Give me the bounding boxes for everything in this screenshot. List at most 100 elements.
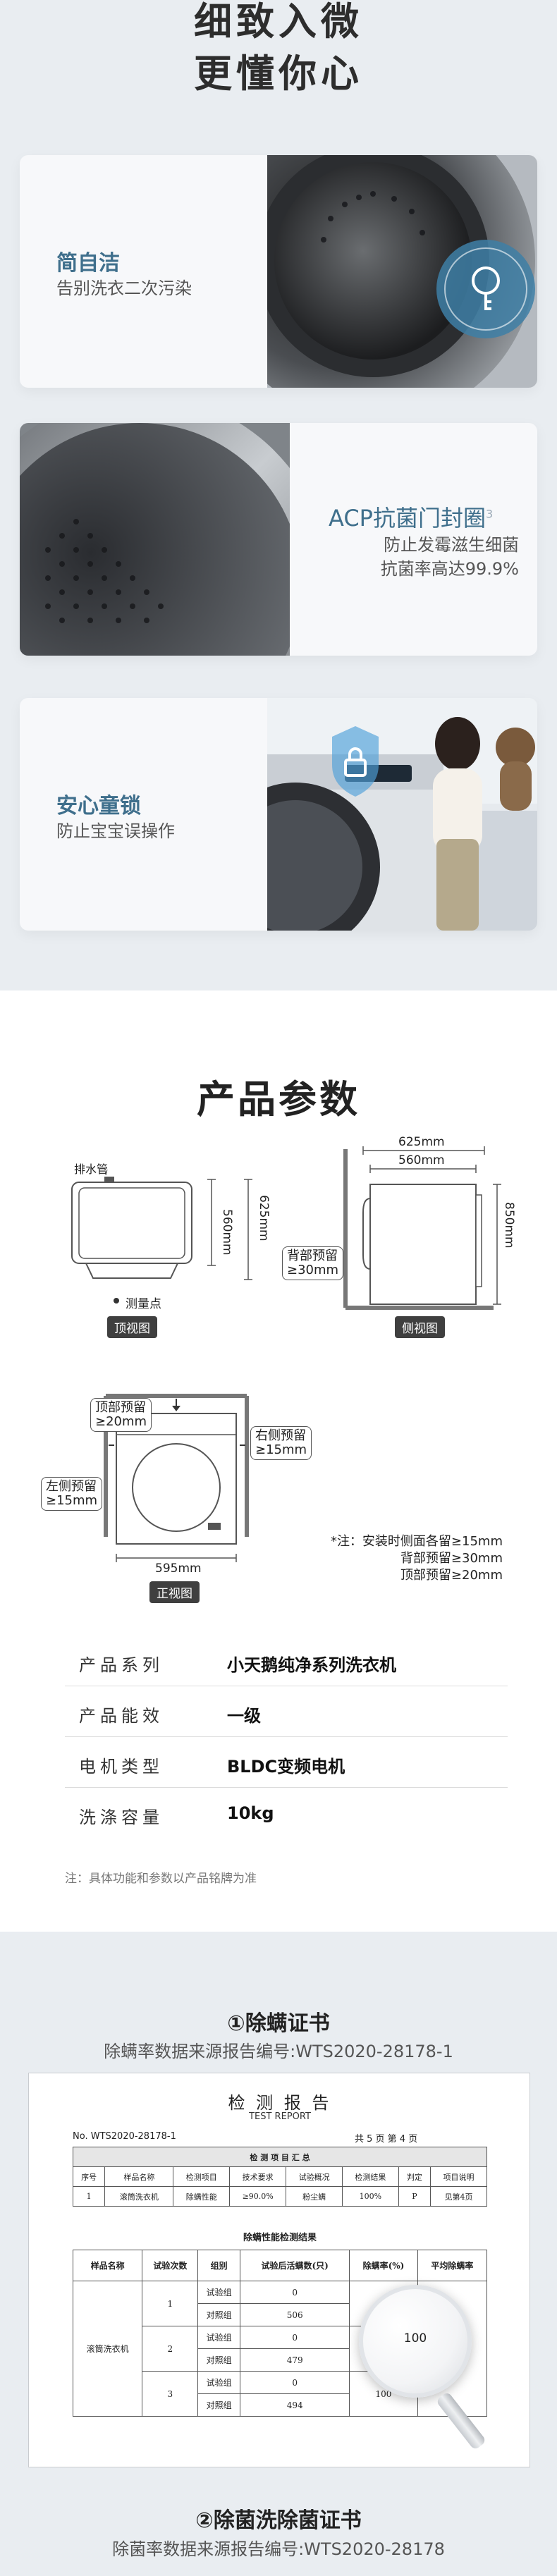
spec-key: 产品系列 xyxy=(79,1655,164,1675)
side-dim-850: 850mm xyxy=(502,1202,516,1249)
right-clearance-callout: 右侧预留 ≥15mm xyxy=(250,1426,312,1460)
spec-key: 洗涤容量 xyxy=(79,1808,164,1827)
feature-desc-line: 抗菌率高达99.9% xyxy=(380,559,519,579)
front-view-diagram xyxy=(104,1394,249,1562)
back-clearance-callout: 背部预留 ≥30mm xyxy=(282,1246,344,1280)
group: 对照组 xyxy=(197,2303,240,2326)
th: 检测项目 xyxy=(173,2166,231,2187)
spec-row-series: 产品系列 小天鹅纯净系列洗衣机 xyxy=(65,1636,508,1686)
top-dim-560: 560mm xyxy=(220,1209,234,1256)
callout-line: 右侧预留 xyxy=(255,1428,306,1443)
hero-title-line2: 更懂你心 xyxy=(194,51,363,96)
sanitize-icon xyxy=(472,266,500,310)
spec-key: 产品能效 xyxy=(79,1706,164,1726)
spec-row-capacity: 洗涤容量 10kg xyxy=(65,1788,508,1839)
note-line: 背部预留≥30mm xyxy=(400,1551,503,1566)
spec-value: 10kg xyxy=(227,1803,274,1823)
td: 100% xyxy=(341,2186,399,2207)
feature-desc-line: 防止发霉滋生细菌 xyxy=(384,535,519,555)
td: ≥90.0% xyxy=(229,2186,287,2207)
drum-image xyxy=(267,155,537,388)
feature-title: ACP抗菌门封圈3 xyxy=(329,505,494,532)
callout-line: 左侧预留 xyxy=(46,1479,97,1494)
drain-pipe-label: 排水管 xyxy=(74,1163,109,1176)
side-view-label: 侧视图 xyxy=(395,1316,445,1338)
callout-line: ≥20mm xyxy=(95,1414,147,1429)
td: 粉尘螨 xyxy=(286,2186,343,2207)
th: 平均除螨率 xyxy=(417,2250,488,2281)
th: 试验概况 xyxy=(286,2166,343,2187)
install-note: *注：安装时侧面各留≥15mm 背部预留≥30mm 顶部预留≥20mm xyxy=(316,1533,503,1584)
th: 样品名称 xyxy=(72,2250,143,2281)
count: 479 xyxy=(239,2348,350,2372)
cert1-subtitle: 除螨率数据来源报告编号:WTS2020-28178-1 xyxy=(104,2042,453,2061)
hero-title-line1: 细致入微 xyxy=(194,0,363,44)
child-lock-image xyxy=(267,698,537,931)
td: 滚筒洗衣机 xyxy=(104,2186,174,2207)
feature-desc: 防止宝宝误操作 xyxy=(56,821,175,841)
summary-title: 检 测 项 目 汇 总 xyxy=(73,2147,487,2167)
top-view-label: 顶视图 xyxy=(107,1316,157,1338)
cert2-title: ②除菌洗除菌证书 xyxy=(195,2508,362,2533)
test-report-document: 检 测 报 告 TEST REPORT No. WTS2020-28178-1 … xyxy=(28,2073,530,2467)
feature-title: 简自洁 xyxy=(56,251,120,276)
cert2-subtitle: 除菌率数据来源报告编号:WTS2020-28178 xyxy=(112,2539,445,2559)
callout-line: 顶部预留 xyxy=(95,1400,146,1415)
side-dim-625: 625mm xyxy=(398,1135,445,1149)
th: 项目说明 xyxy=(430,2166,487,2187)
td: 见第4页 xyxy=(430,2186,487,2207)
th: 试验后活螨数(只) xyxy=(239,2250,350,2281)
count: 506 xyxy=(239,2303,350,2326)
th: 试验次数 xyxy=(142,2250,199,2281)
top-view-diagram xyxy=(71,1169,252,1304)
lock-icon xyxy=(344,747,367,777)
spec-row-motor: 电机类型 BLDC变频电机 xyxy=(65,1737,508,1788)
report-title: 检 测 报 告 xyxy=(228,2093,332,2113)
params-footnote: 注：具体功能和参数以产品铭牌为准 xyxy=(65,1872,257,1886)
detail-title: 除螨性能检测结果 xyxy=(243,2233,317,2243)
trial-number: 1 xyxy=(142,2281,199,2326)
magnifier-lens: 100 xyxy=(359,2285,472,2398)
group: 对照组 xyxy=(197,2393,240,2417)
params-section: 产品参数 排水管 560mm 625mm 测量点 顶视图 625mm 5 xyxy=(0,990,557,1932)
spec-value: BLDC变频电机 xyxy=(227,1757,345,1777)
note-line: 顶部预留≥20mm xyxy=(400,1568,503,1583)
count: 0 xyxy=(239,2281,350,2304)
count: 0 xyxy=(239,2371,350,2394)
th: 组别 xyxy=(197,2250,240,2281)
certificates-section: ①除螨证书 除螨率数据来源报告编号:WTS2020-28178-1 检 测 报 … xyxy=(0,1932,557,2576)
detail-row: 对照组 479 xyxy=(73,2348,487,2372)
note-line: *注：安装时侧面各留≥15mm xyxy=(330,1534,503,1549)
detail-table: 样品名称 试验次数 组别 试验后活螨数(只) 除螨率(%) 平均除螨率 滚筒洗衣… xyxy=(72,2250,488,2417)
feature-desc: 告别洗衣二次污染 xyxy=(56,278,192,298)
group: 对照组 xyxy=(197,2348,240,2372)
spec-row-efficiency: 产品能效 一级 xyxy=(65,1686,508,1737)
front-view-label: 正视图 xyxy=(149,1581,200,1603)
detail-row: 对照组 494 xyxy=(73,2393,487,2417)
callout-line: ≥30mm xyxy=(287,1263,339,1277)
feature-card-self-clean: 简自洁 告别洗衣二次污染 xyxy=(20,155,537,388)
callout-line: ≥15mm xyxy=(46,1493,98,1508)
callout-line: 背部预留 xyxy=(287,1249,338,1263)
magnified-avg-value: 100 xyxy=(403,2331,427,2345)
summary-row: 1 滚筒洗衣机 除螨性能 ≥90.0% 粉尘螨 100% P 见第4页 xyxy=(72,2186,487,2207)
features-section: 细致入微 更懂你心 简自洁 告别洗衣二次污染 xyxy=(0,0,557,990)
spec-value: 一级 xyxy=(227,1706,261,1726)
callout-line: ≥15mm xyxy=(255,1442,307,1457)
door-seal-image xyxy=(20,423,290,656)
feature-card-child-lock: 安心童锁 防止宝宝误操作 xyxy=(20,698,537,931)
group: 试验组 xyxy=(197,2326,240,2349)
measure-point-label: 测量点 xyxy=(126,1297,161,1311)
th: 技术要求 xyxy=(229,2166,287,2187)
params-title: 产品参数 xyxy=(197,1077,360,1122)
detail-row: 对照组 506 xyxy=(73,2303,487,2326)
feature-title: 安心童锁 xyxy=(56,794,141,818)
left-clearance-callout: 左侧预留 ≥15mm xyxy=(41,1477,103,1511)
sample-name: 滚筒洗衣机 xyxy=(72,2281,143,2417)
report-subtitle: TEST REPORT xyxy=(249,2111,311,2122)
group: 试验组 xyxy=(197,2371,240,2394)
summary-header: 序号 样品名称 检测项目 技术要求 试验概况 检测结果 判定 项目说明 xyxy=(72,2166,487,2187)
th: 样品名称 xyxy=(104,2166,174,2187)
td: 除螨性能 xyxy=(173,2186,231,2207)
feature-desc: 防止发霉滋生细菌 抗菌率高达99.9% xyxy=(364,533,519,581)
